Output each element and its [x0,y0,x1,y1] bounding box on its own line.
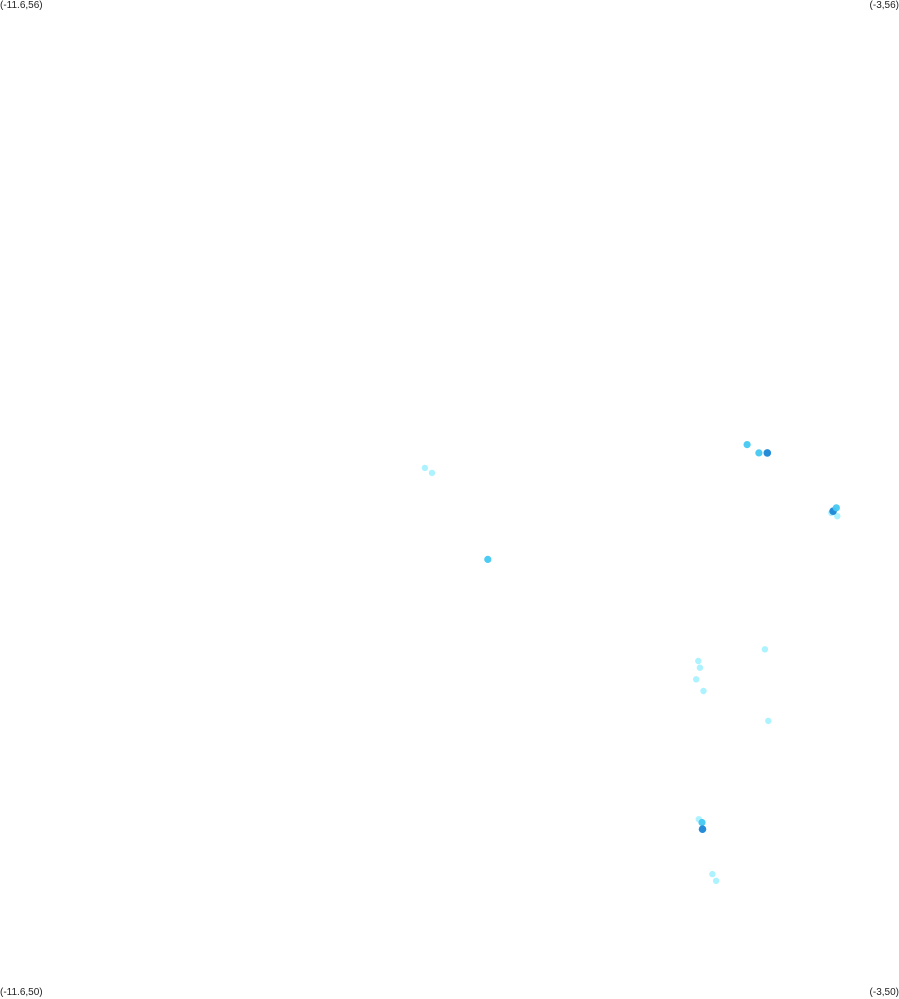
corner-label-bottom-left: (-11.6,50) [0,987,43,998]
density-blob-light [695,657,702,665]
density-blob-light [761,646,769,653]
density-blob-light [765,717,772,725]
density-blob-light [696,664,704,671]
density-blob-light [693,676,700,683]
density-blob-mid [484,555,492,564]
density-blob-light [428,469,436,477]
density-blob-light [712,877,720,884]
density-blob-mid [832,504,840,512]
density-layer [421,441,841,884]
density-blob-light [834,513,841,520]
density-blob-light [700,687,707,695]
density-blob-mid [698,818,706,827]
corner-label-top-right: (-3,56) [869,0,899,11]
density-blob-mid [743,441,751,449]
density-blob-dark [698,825,707,833]
density-blob-dark [763,449,772,457]
corner-label-bottom-right: (-3,50) [869,987,899,998]
density-blob-light [421,464,429,472]
density-blob-light [709,870,716,878]
corner-label-top-left: (-11.6,56) [0,0,43,11]
density-blob-mid [755,449,763,457]
